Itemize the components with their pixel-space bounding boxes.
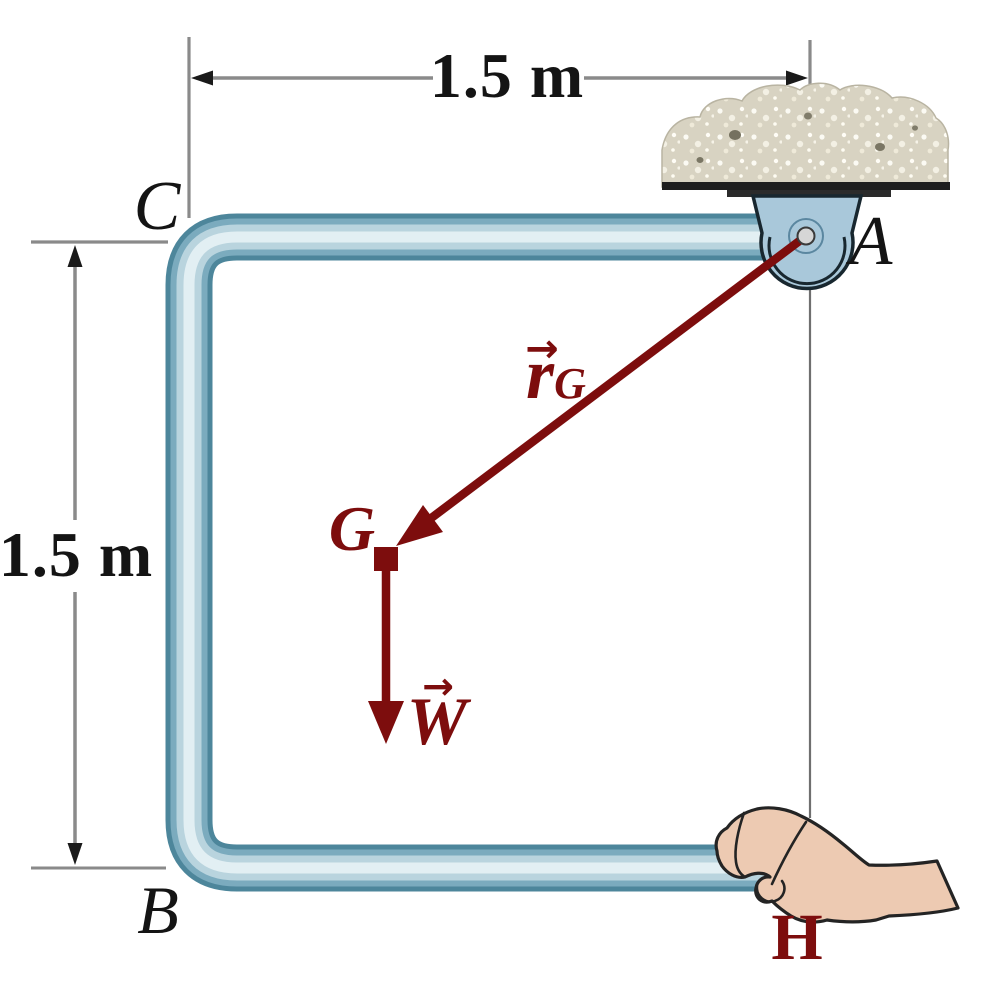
label-point-H: H [771, 901, 823, 974]
clevis-inner-arc [767, 236, 847, 286]
ceiling-block [661, 82, 950, 188]
pipe-highlight-layer [183, 231, 800, 874]
label-point-G: G [328, 493, 376, 564]
label-point-A: A [849, 203, 893, 280]
pipe-outer-layer [165, 213, 800, 892]
vector-rg-overarrow: → [525, 326, 559, 372]
pin-A [796, 226, 816, 246]
dim-left-arrowhead-top [67, 245, 83, 267]
dim-left-label: 1.5 m [0, 519, 154, 590]
mounting-plate [662, 182, 950, 190]
dim-left-arrowhead-bottom [67, 843, 83, 865]
vector-rg-arrowhead [396, 505, 443, 546]
hand-outline [714, 806, 960, 924]
vector-rg-subscript: G [554, 359, 586, 408]
dimension-lines [31, 37, 812, 870]
point-G-marker [374, 547, 398, 571]
hand-finger-crease-2 [770, 820, 808, 886]
dim-top-arrowhead-right [786, 70, 808, 86]
dim-top-arrowhead-left [191, 70, 213, 86]
hand-finger-crease-1 [734, 811, 747, 879]
hand-thumb-line [755, 879, 786, 903]
bent-pipe [165, 213, 800, 892]
label-point-C: C [133, 168, 181, 245]
dim-top-label: 1.5 m [429, 40, 585, 111]
ceiling-block-holes [696, 112, 918, 163]
pipe-light-layer [176, 224, 800, 881]
vector-rg-line [427, 232, 809, 523]
vector-rg-symbol: r [525, 334, 555, 414]
vector-w-symbol: W [406, 683, 468, 759]
hand [714, 806, 960, 924]
label-point-B: B [137, 872, 179, 948]
clevis-boss-circle [788, 218, 824, 254]
vector-w-overarrow: → [422, 664, 454, 708]
vector-w-arrowhead [368, 701, 404, 744]
pipe-mid-layer [170, 218, 800, 887]
mounting-plate-step [727, 190, 891, 197]
